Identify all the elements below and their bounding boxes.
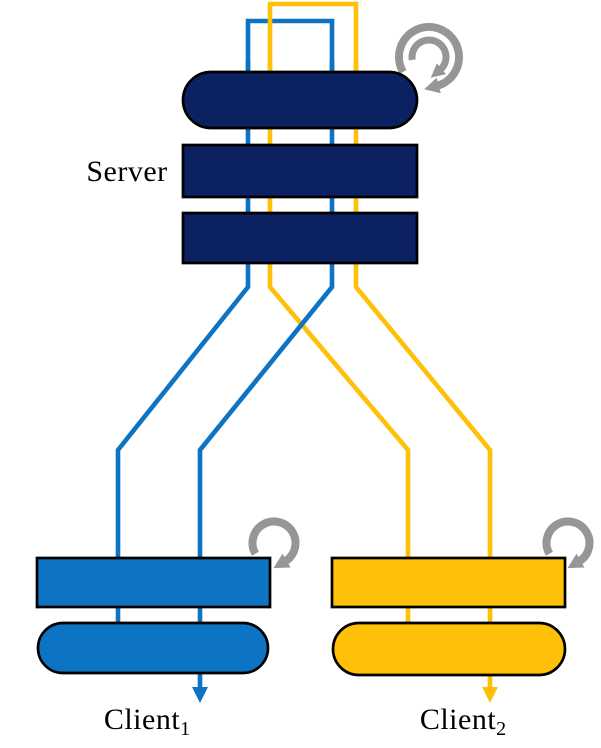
client2-label-base: Client — [419, 703, 497, 736]
client1-label-base: Client — [103, 703, 181, 736]
server-layer-1 — [181, 143, 419, 199]
loop-icons — [248, 23, 594, 569]
loop-arrow-icon — [542, 517, 594, 569]
client2-label-subscript: 2 — [496, 718, 507, 740]
client1-output-arrowhead — [192, 687, 208, 703]
client2-pill-layer — [331, 621, 567, 677]
server-label: Server — [86, 155, 168, 188]
client1-node — [35, 556, 272, 675]
client1-layer — [35, 556, 272, 609]
client1-label-subscript: 1 — [180, 718, 191, 740]
server-blue-feedback-line — [245, 18, 335, 74]
server-layer-2 — [181, 211, 419, 265]
client2-node — [330, 556, 567, 677]
client2-output-arrowhead — [482, 687, 498, 703]
client2-label: Client2 — [378, 703, 548, 740]
loop-arrow-icon — [248, 517, 300, 569]
client1-label: Client1 — [62, 703, 232, 740]
server-node — [181, 70, 419, 265]
server-pill-layer — [181, 70, 419, 130]
client2-layer — [330, 556, 567, 609]
double-loop-arrow-icon — [395, 23, 463, 94]
client1-pill-layer — [36, 621, 270, 675]
server-yellow-feedback-line — [267, 1, 359, 74]
